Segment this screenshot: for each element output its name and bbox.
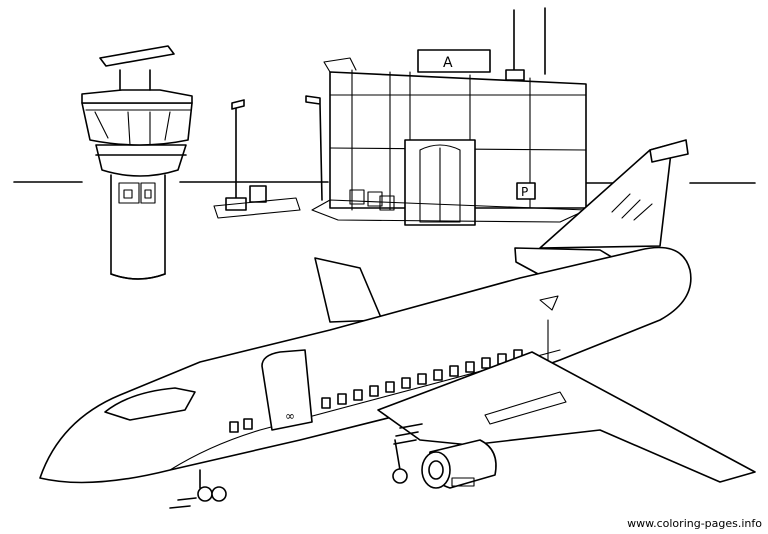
control-tower: [81, 45, 193, 280]
horizon-lines: [13, 181, 756, 184]
airplane-engine: [421, 439, 497, 489]
airplane-near-wing: [377, 351, 756, 483]
terminal-sign-text: A: [443, 55, 453, 71]
airplane-tail: [514, 139, 689, 276]
cabin-windows: [229, 349, 523, 433]
airplane-fuselage: ∞: [39, 246, 692, 484]
landing-gear: [197, 439, 408, 502]
lamp-posts: [213, 95, 323, 219]
airplane-far-wing: [314, 257, 383, 323]
watermark-text: www.coloring-pages.info: [627, 517, 762, 530]
motion-lines: [169, 423, 423, 509]
terminal-building: A P: [311, 7, 587, 226]
door-mark-text: ∞: [285, 409, 295, 423]
parking-sign-text: P: [521, 185, 528, 199]
